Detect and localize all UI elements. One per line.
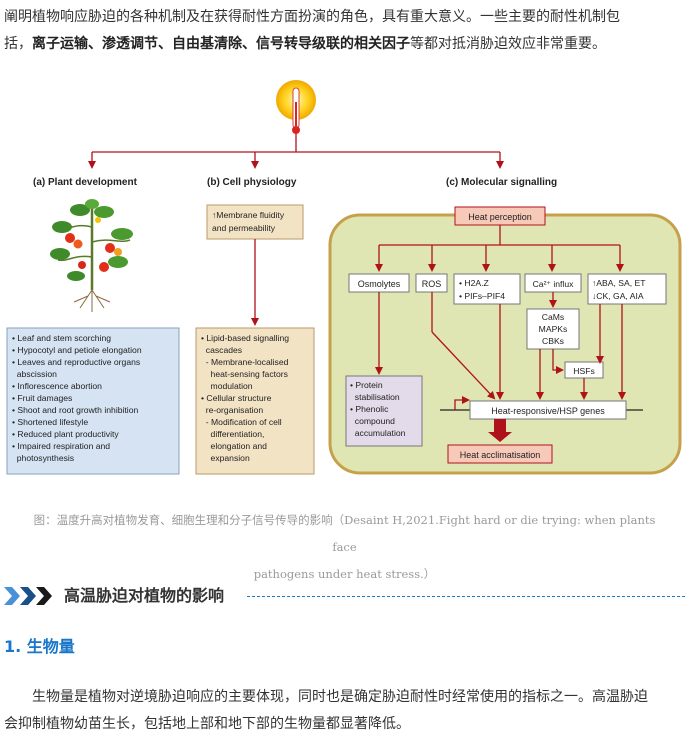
svg-text:↓CK, GA, AIA: ↓CK, GA, AIA xyxy=(592,291,644,301)
svg-text:abscission: abscission xyxy=(12,369,57,379)
section-header: 高温胁迫对植物的影响 xyxy=(4,583,685,609)
section-divider xyxy=(247,596,685,597)
intro-paragraph: 阐明植物响应胁迫的各种机制及在获得耐性方面扮演的角色，具有重大意义。一些主要的耐… xyxy=(4,4,685,58)
body-paragraph: 生物量是植物对逆境胁迫响应的主要体现，同时也是确定胁迫耐性时经常使用的指标之一。… xyxy=(4,684,685,738)
heat-acclimatisation-box xyxy=(447,444,553,464)
protein-list: • Protein stabilisation • Phenolic compo… xyxy=(350,380,406,438)
svg-text:compound: compound xyxy=(350,416,395,426)
svg-text:CBKs: CBKs xyxy=(542,336,564,346)
svg-text:- Membrane-localised: - Membrane-localised xyxy=(201,357,289,367)
svg-text:elongation and: elongation and xyxy=(201,441,267,451)
panel-b-title: (b) Cell physiology xyxy=(207,177,297,188)
svg-text:Ca²⁺ influx: Ca²⁺ influx xyxy=(533,279,575,289)
figure-caption: 图：温度升高对植物发育、细胞生理和分子信号传导的影响（Desaint H,202… xyxy=(20,507,669,588)
intro-line-2: 括，离子运输、渗透调节、自由基清除、信号转导级联的相关因子等都对抵消胁迫效应非常… xyxy=(4,36,606,52)
svg-text:accumulation: accumulation xyxy=(350,428,406,438)
cams-box xyxy=(526,308,580,350)
plant-effects-box xyxy=(6,327,180,475)
svg-text:and permeability: and permeability xyxy=(212,223,276,233)
subsection-title: 1. 生物量 xyxy=(4,637,75,656)
intro-bold-factors: 离子运输、渗透调节、自由基清除、信号转导级联的相关因子 xyxy=(32,36,410,52)
cell-physiology-list: • Lipid-based signalling cascades - Memb… xyxy=(201,333,289,463)
top-connectors xyxy=(88,134,504,169)
svg-text:MAPKs: MAPKs xyxy=(539,324,568,334)
svg-text:photosynthesis: photosynthesis xyxy=(12,453,74,463)
perception-connectors xyxy=(375,225,624,272)
svg-text:• Leaves and reproductive orga: • Leaves and reproductive organs xyxy=(12,357,140,367)
svg-text:• Protein: • Protein xyxy=(350,380,383,390)
svg-text:differentiation,: differentiation, xyxy=(201,429,264,439)
svg-text:• PIFs–PIF4: • PIFs–PIF4 xyxy=(459,291,505,301)
svg-text:HSFs: HSFs xyxy=(573,366,594,376)
intro-line-1: 阐明植物响应胁迫的各种机制及在获得耐性方面扮演的角色，具有重大意义。一些主要的耐… xyxy=(4,9,620,25)
svg-text:• H2A.Z: • H2A.Z xyxy=(459,278,489,288)
hormones-box xyxy=(587,273,667,305)
caption-line-2: pathogens under heat stress.） xyxy=(253,567,436,581)
svg-text:• Impaired respiration and: • Impaired respiration and xyxy=(12,441,110,451)
svg-text:• Inflorescence abortion: • Inflorescence abortion xyxy=(12,381,102,391)
svg-text:ROS: ROS xyxy=(422,279,442,289)
section-title: 高温胁迫对植物的影响 xyxy=(64,586,225,605)
svg-text:• Phenolic: • Phenolic xyxy=(350,404,389,414)
panel-c-title: (c) Molecular signalling xyxy=(446,177,557,188)
heat-stress-figure: (a) Plant development (b) Cell physiolog… xyxy=(0,62,689,482)
svg-text:↑ABA, SA, ET: ↑ABA, SA, ET xyxy=(592,278,646,288)
plant-effects-list: • Leaf and stem scorching • Hypocotyl an… xyxy=(12,333,142,463)
svg-text:• Leaf and stem scorching: • Leaf and stem scorching xyxy=(12,333,111,343)
svg-text:re-organisation: re-organisation xyxy=(201,405,263,415)
caption-line-1: 图：温度升高对植物发育、细胞生理和分子信号传导的影响（Desaint H,202… xyxy=(33,513,656,554)
svg-text:• Lipid-based signalling: • Lipid-based signalling xyxy=(201,333,289,343)
svg-text:Heat acclimatisation: Heat acclimatisation xyxy=(460,450,541,460)
tomato-plant-icon xyxy=(50,199,133,312)
protein-stabilisation-box xyxy=(345,375,423,447)
panel-a-title: (a) Plant development xyxy=(33,177,138,188)
hsp-genes-box xyxy=(469,400,627,420)
body-line-2: 会抑制植物幼苗生长，包括地上部和地下部的生物量都显著降低。 xyxy=(4,716,410,732)
svg-text:Heat-responsive/HSP genes: Heat-responsive/HSP genes xyxy=(491,406,605,416)
svg-text:• Fruit damages: • Fruit damages xyxy=(12,393,72,403)
h2az-box xyxy=(453,273,521,305)
svg-text:↑Membrane fluidity: ↑Membrane fluidity xyxy=(212,210,285,220)
svg-text:stabilisation: stabilisation xyxy=(350,392,400,402)
signal-arrows xyxy=(375,292,626,400)
svg-text:• Shortened lifestyle: • Shortened lifestyle xyxy=(12,417,88,427)
svg-text:• Reduced plant productivity: • Reduced plant productivity xyxy=(12,429,119,439)
acclimatisation-arrow xyxy=(488,419,512,442)
cell-physiology-box xyxy=(195,327,315,475)
svg-text:• Cellular structure: • Cellular structure xyxy=(201,393,272,403)
svg-text:modulation: modulation xyxy=(201,381,253,391)
svg-text:- Modification of cell: - Modification of cell xyxy=(201,417,282,427)
svg-text:Heat perception: Heat perception xyxy=(468,212,532,222)
svg-text:expansion: expansion xyxy=(201,453,250,463)
body-line-1: 生物量是植物对逆境胁迫响应的主要体现，同时也是确定胁迫耐性时经常使用的指标之一。… xyxy=(4,689,648,705)
svg-text:• Hypocotyl and petiole elonga: • Hypocotyl and petiole elongation xyxy=(12,345,142,355)
sun-thermometer-icon xyxy=(276,80,316,134)
chevron-arrows-icon xyxy=(4,587,52,605)
svg-text:• Shoot and root growth inhibi: • Shoot and root growth inhibition xyxy=(12,405,138,415)
svg-text:CaMs: CaMs xyxy=(542,312,564,322)
svg-text:cascades: cascades xyxy=(201,345,242,355)
svg-text:Osmolytes: Osmolytes xyxy=(358,279,401,289)
svg-text:heat-sensing factors: heat-sensing factors xyxy=(201,369,288,379)
